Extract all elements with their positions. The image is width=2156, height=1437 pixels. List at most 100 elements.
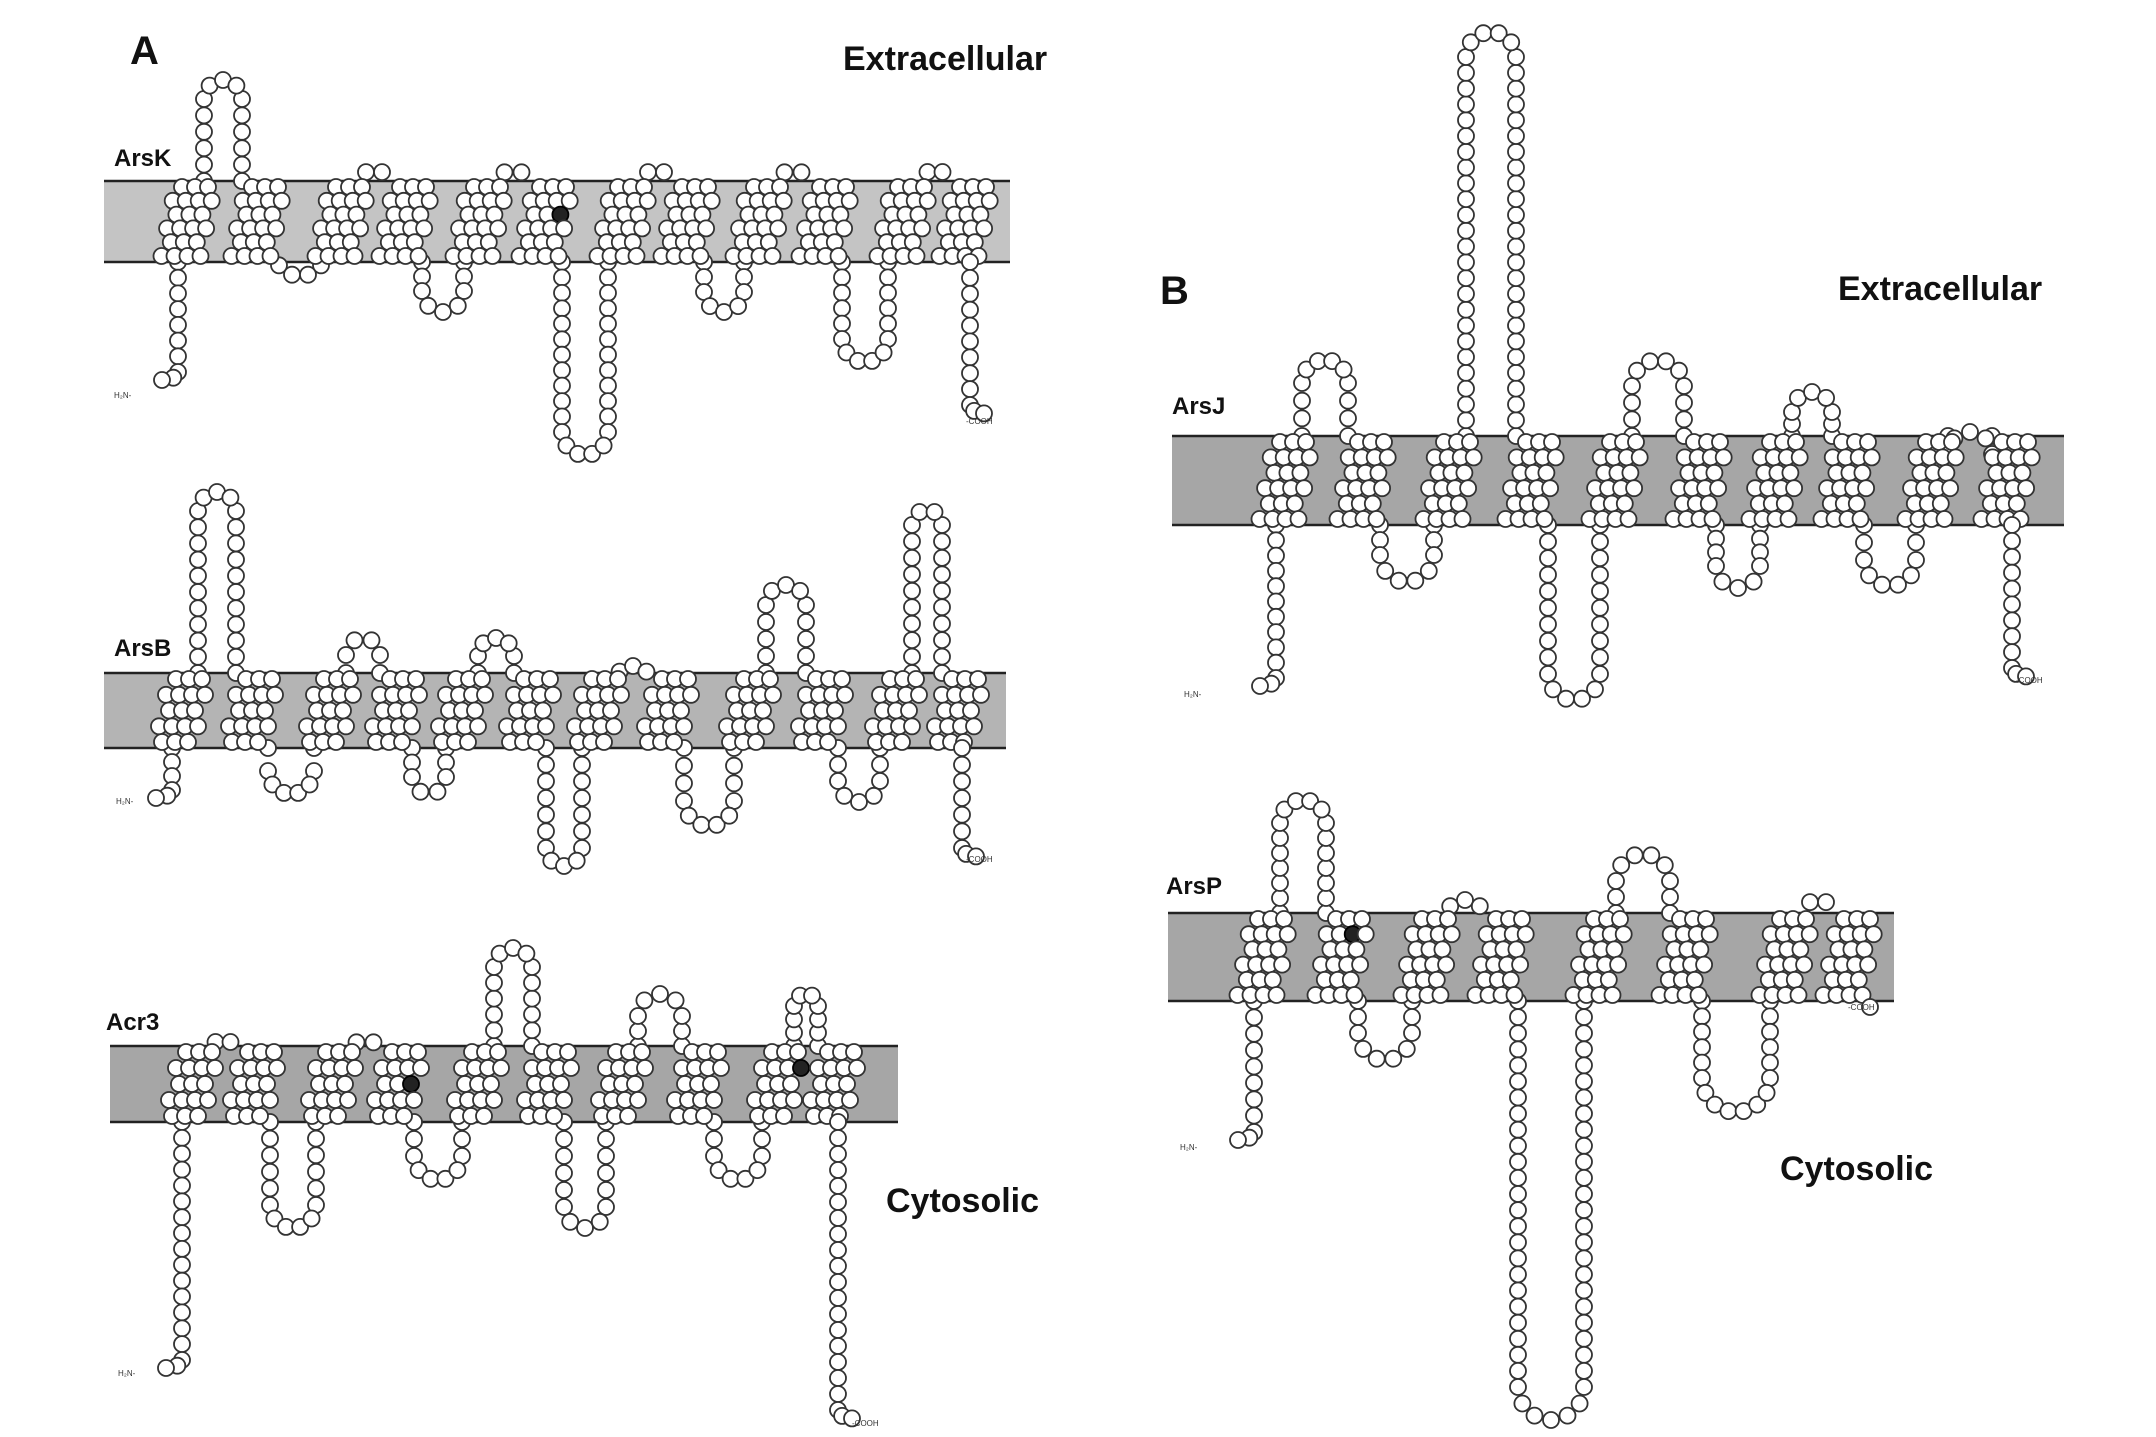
helix-residue — [763, 247, 782, 265]
helix-residue — [705, 1091, 723, 1109]
loop-residue — [953, 755, 971, 774]
loop-residue — [709, 1161, 728, 1179]
loop-residue — [173, 1303, 191, 1322]
loop-residue — [1509, 1329, 1527, 1348]
loop-residue — [1245, 1074, 1263, 1092]
loop-residue — [1693, 1007, 1711, 1026]
loop-residue — [419, 296, 438, 315]
loop-residue — [748, 1161, 767, 1179]
loop-residue — [1457, 379, 1475, 398]
loop-residue — [599, 407, 617, 426]
loop-residue — [1976, 429, 1995, 448]
helix-residue — [555, 1091, 573, 1109]
loop-residue — [829, 1273, 847, 1291]
loop-residue — [833, 268, 851, 287]
terminal-residue — [147, 789, 165, 807]
helix-residue — [189, 717, 207, 736]
helix-residue — [819, 733, 837, 751]
helix-residue — [1609, 955, 1627, 974]
loop-residue — [1419, 562, 1438, 580]
helix-residue — [1546, 448, 1565, 467]
loop-residue — [597, 1198, 615, 1216]
helix-residue — [1289, 510, 1308, 528]
loop-residue — [1354, 1040, 1373, 1058]
helix-residue — [789, 1043, 807, 1061]
terminal-residue — [1861, 998, 1879, 1016]
loop-residue — [173, 1160, 191, 1179]
loop-residue — [1457, 269, 1475, 288]
helix-residue — [1367, 510, 1386, 528]
loop-residue — [1757, 1083, 1776, 1102]
helix-residue — [494, 191, 513, 210]
helix-residue — [1459, 479, 1477, 498]
helix-residue — [1946, 448, 1965, 467]
helix-residue — [675, 717, 693, 736]
loop-residue — [594, 436, 613, 455]
loop-residue — [903, 647, 921, 666]
loop-residue — [1509, 1120, 1527, 1139]
helix-residue — [962, 701, 980, 720]
loop-residue — [173, 1287, 191, 1306]
loop-residue — [573, 755, 591, 774]
loop-residue — [1641, 352, 1659, 371]
loop-residue — [403, 753, 421, 772]
loop-residue — [829, 1193, 847, 1211]
loop-residue — [337, 646, 355, 664]
loop-residue — [1509, 1281, 1527, 1300]
helix-residue — [1699, 494, 1718, 513]
helix-residue — [193, 670, 211, 688]
loop-residue — [233, 139, 251, 158]
loop-residue — [169, 300, 187, 319]
loop-residue — [1267, 653, 1285, 672]
loop-residue — [573, 772, 591, 791]
terminal-residue — [157, 1359, 175, 1377]
loop-residue — [371, 646, 389, 664]
helix-residue — [1800, 925, 1819, 944]
helix-residue — [2022, 448, 2041, 467]
loop-residue — [373, 163, 391, 182]
loop-residue — [757, 630, 775, 648]
loop-residue — [517, 944, 536, 963]
loop-residue — [721, 1169, 740, 1188]
helix-residue — [1615, 494, 1634, 513]
loop-residue — [1507, 363, 1525, 382]
loop-residue — [553, 268, 571, 287]
helix-residue — [845, 1043, 863, 1061]
loop-residue — [1245, 1008, 1263, 1027]
helix-residue — [965, 717, 983, 736]
loop-residue — [753, 1130, 771, 1148]
helix-residue — [1859, 433, 1877, 451]
loop-residue — [850, 793, 868, 811]
helix-residue — [702, 191, 721, 210]
loop-residue — [299, 265, 317, 284]
loop-residue — [499, 634, 518, 653]
helix-residue — [775, 1107, 793, 1125]
helix-residue — [1442, 925, 1461, 944]
loop-residue — [1575, 1362, 1593, 1380]
protein-name-acr3: Acr3 — [106, 1009, 159, 1036]
loop-residue — [1349, 1024, 1367, 1042]
helix-residue — [972, 685, 990, 704]
helix-residue — [1603, 986, 1622, 1004]
loop-residue — [1457, 63, 1475, 82]
helix-residue — [1295, 479, 1313, 498]
helix-residue — [1787, 433, 1805, 451]
helix-residue — [345, 247, 364, 265]
loop-residue — [495, 163, 514, 182]
loop-residue — [1575, 1378, 1593, 1396]
loop-residue — [1509, 1297, 1527, 1316]
loop-residue — [871, 755, 889, 774]
c-terminus-arsp: -COOH — [1848, 1003, 1875, 1012]
helix-residue — [261, 247, 280, 265]
loop-residue — [833, 299, 851, 318]
loop-residue — [2003, 643, 2021, 661]
helix-residue — [534, 701, 552, 720]
loop-residue — [405, 1130, 423, 1148]
loop-residue — [599, 330, 617, 349]
loop-residue — [1544, 680, 1562, 699]
helix-residue — [626, 1075, 644, 1093]
loop-residue — [1509, 1088, 1527, 1107]
loop-residue — [1507, 63, 1525, 82]
loop-residue — [933, 549, 951, 567]
helix-residue — [709, 1043, 727, 1061]
